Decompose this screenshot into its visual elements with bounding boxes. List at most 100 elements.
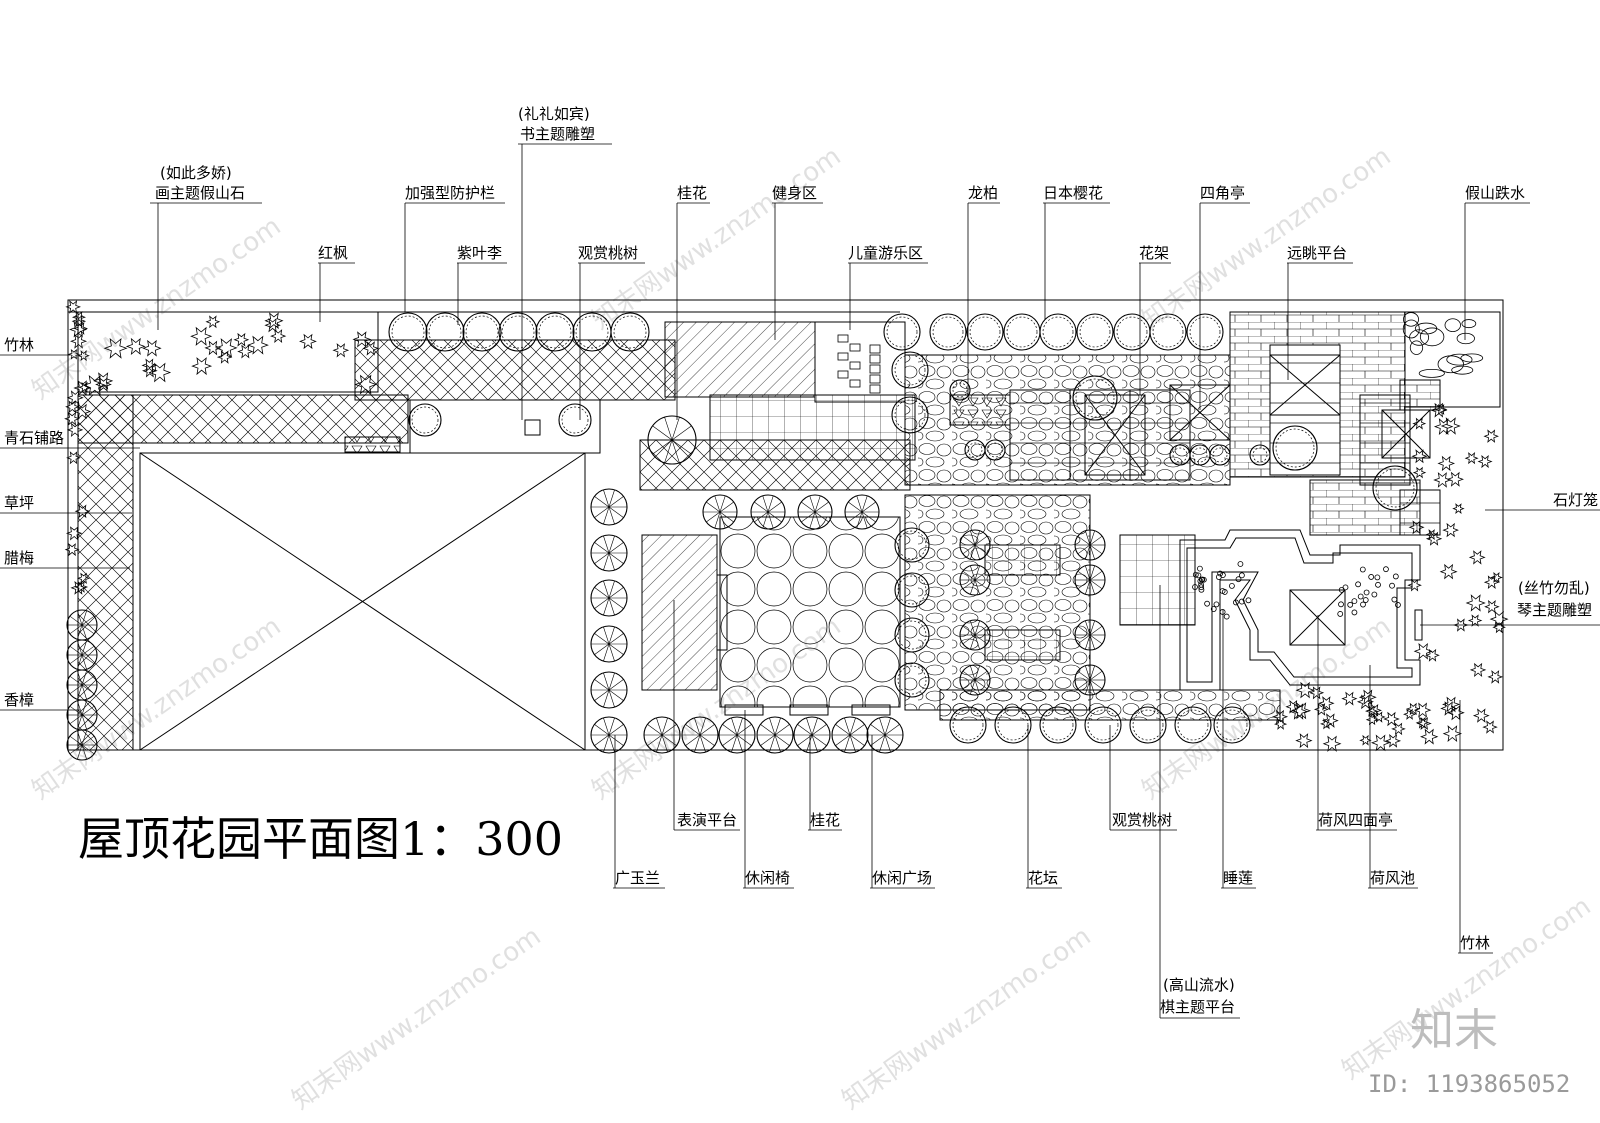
tree-symbol [66,669,98,701]
shrub-symbol [73,380,92,396]
tree-symbol [984,439,1006,461]
tree-symbol [590,716,628,754]
tree-symbol [894,572,930,608]
shrub-symbol [1320,718,1333,730]
shrub-symbol [1309,686,1325,700]
shrub-symbol [214,338,238,358]
shrub-symbol [264,317,281,333]
lily-dot [1213,601,1220,608]
shrub-symbol [1403,708,1417,720]
watermark-text: 知末网www.znzmo.com [27,211,287,405]
tree-symbol [590,625,628,663]
tree-symbol [1074,664,1106,696]
play-block [869,354,881,364]
lily-dot [1198,586,1205,593]
lily-dot [1215,574,1222,580]
lily-dot [1195,572,1202,579]
shrub-symbol [362,341,380,356]
shrub-symbol [82,374,107,396]
shrub-symbol [1420,728,1439,745]
shrub-symbol [142,339,162,357]
lily-dot [1237,561,1244,567]
shrub-symbol [190,326,213,346]
shrub-symbol [1440,701,1458,716]
shrub-symbol [1425,648,1440,662]
shrub-symbol [1367,703,1382,717]
shrub-symbol [1274,718,1288,730]
label-magnolia: 广玉兰 [615,869,660,887]
lily-dot [1342,584,1349,591]
shrub-symbol [1469,662,1487,678]
tree-symbol [1076,313,1114,351]
shrub-symbol [1434,404,1448,416]
tree-symbol [1074,529,1106,561]
lily-dot [1360,601,1366,608]
tree-symbol [1072,375,1118,421]
shrub-symbol [1341,691,1358,706]
shrub-symbol [1415,716,1430,729]
tree-symbol [66,729,98,761]
watermark-text: 知末网www.znzmo.com [1137,141,1397,335]
tree-symbol [681,716,719,754]
label-osmanthus-bottom: 桂花 [810,811,840,829]
tree-symbol [866,716,904,754]
lily-dot [1232,599,1239,606]
shrub-symbol [1468,550,1486,565]
play-block [837,370,849,379]
lily-dot [1197,565,1203,572]
shrub-symbol [332,343,350,358]
play-block [849,379,861,388]
tree-symbol [702,494,738,530]
shrub-symbol [1407,578,1422,592]
shrub-symbol [73,322,89,335]
lily-dot [1217,570,1224,577]
shrub-symbol [142,364,158,378]
tree-symbol [883,313,921,351]
tree-symbol [535,312,575,352]
label-chess-motto: (高山流水) [1163,976,1235,994]
tree-symbol [1213,706,1251,744]
shrub-symbol [1317,696,1335,711]
shrub-symbol [1477,454,1493,469]
lily-dot [1245,597,1252,604]
tree-symbol [1084,706,1122,744]
tree-symbol [966,313,1004,351]
label-peach-tree-bottom: 观赏桃树 [1112,811,1172,829]
rock [1444,318,1461,332]
tree-symbol [388,312,428,352]
label-children-area: 儿童游乐区 [848,244,923,262]
label-camphor: 香樟 [4,691,34,709]
tree-symbol [425,312,465,352]
shrub-symbol [1484,599,1500,614]
rock [1451,365,1474,375]
play-block [849,343,861,352]
shrub-symbol [74,504,91,519]
shrub-symbol [1433,472,1452,488]
tree-symbol [1003,313,1041,351]
shrub-symbol [1483,575,1500,590]
tree-symbol [66,609,98,641]
shrub-symbol [1442,725,1463,742]
label-stone-lantern: 石灯笼 [1553,491,1598,509]
shrub-symbol [1472,708,1490,723]
shrub-symbol [1489,610,1509,628]
play-block [869,374,881,384]
tree-symbol [1249,444,1271,466]
lily-dot [1347,601,1354,608]
shrub-symbol [1464,452,1479,465]
lily-dot [1192,584,1198,590]
tree-symbol [959,664,991,696]
label-lotus-pavilion: 荷风四面亭 [1318,811,1393,829]
tree-symbol [408,403,442,437]
lily-dot [1235,576,1242,583]
shrub-symbol [66,390,84,406]
tree-symbol [929,313,967,351]
label-plaza: 休闲广场 [872,869,932,887]
shrub-symbol [74,580,89,593]
label-purple-plum: 紫叶李 [457,244,502,262]
labels-top: (如此多娇) 画主题假山石 (礼礼如宾) 书主题雕塑 加强型防护栏 红枫 紫叶李… [155,105,1525,262]
shrub-symbol [1482,720,1498,734]
label-water-lily: 睡莲 [1223,869,1253,887]
shrub-symbol [73,403,92,420]
watermark-text: 知末网www.znzmo.com [287,921,547,1115]
